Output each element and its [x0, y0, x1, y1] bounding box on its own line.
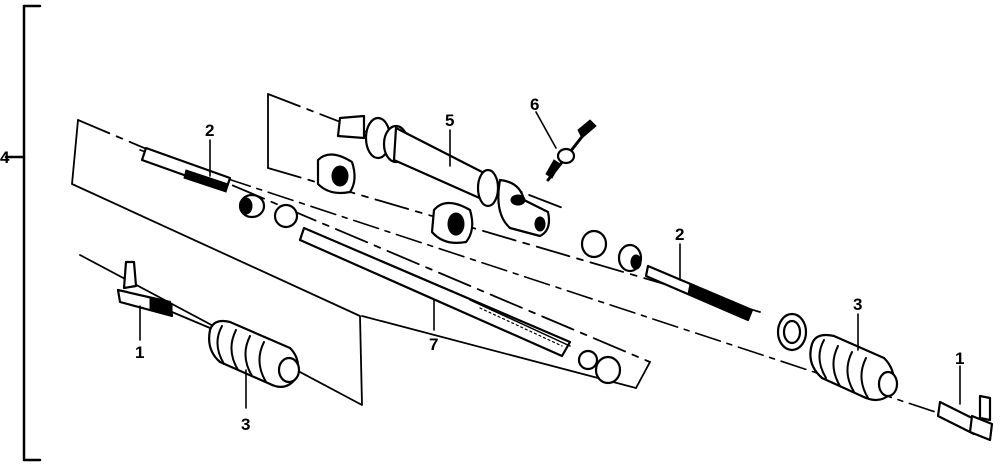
right-boot — [776, 312, 899, 402]
right-inner-tie-rod — [580, 229, 754, 322]
left-inner-tie-rod — [140, 146, 299, 229]
leader-lines — [139, 111, 961, 409]
right-tie-rod-end — [936, 394, 994, 442]
callout-6: 6 — [530, 95, 539, 114]
callout-2-left: 2 — [205, 121, 214, 140]
mounting-bushings — [316, 153, 474, 244]
left-boot — [208, 319, 301, 389]
callout-1-right: 1 — [955, 349, 964, 368]
left-tie-rod-end — [116, 260, 211, 329]
callout-3-left: 3 — [241, 415, 250, 434]
callout-2-right: 2 — [675, 225, 684, 244]
callout-3-right: 3 — [853, 295, 862, 314]
callout-1-left: 1 — [135, 343, 144, 362]
fitting — [545, 119, 597, 182]
rack — [298, 226, 622, 385]
housing — [336, 114, 551, 238]
callout-5: 5 — [445, 111, 454, 130]
callout-4: 4 — [0, 148, 10, 167]
callout-7: 7 — [429, 335, 438, 354]
assembly-bracket — [4, 4, 42, 462]
